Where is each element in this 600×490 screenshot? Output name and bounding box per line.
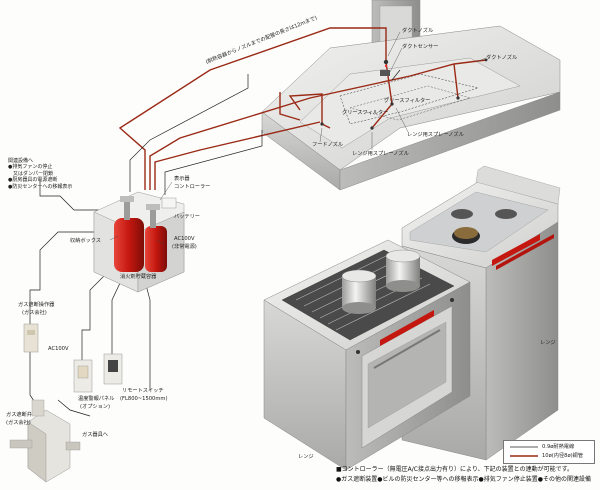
duct-nozzle-right-label: ダクトノズル [486, 55, 518, 61]
related-item-1: ●排気ファンの停止 [8, 164, 53, 171]
display-label: 表示器 [174, 176, 190, 182]
temp-alarm-panel-device [73, 359, 93, 393]
ac-emergency-label: AC100V [174, 236, 195, 242]
legend-swatches [510, 446, 538, 457]
remote-switch-label: リモートスイッチ [122, 388, 164, 394]
hood-nozzle-label: フードノズル [312, 142, 344, 148]
range-spray-nozzle-label-2: レンジ用スプレーノズル [407, 132, 464, 138]
storage-box-label: 収納ボックス [70, 238, 101, 244]
range-left-label: レンジ [298, 454, 314, 460]
gas-shutoff-operator-sub-label: (ガス会社) [22, 310, 47, 316]
related-equipment-title: 関連設備へ [8, 158, 34, 164]
ac100v-label: AC100V [48, 346, 69, 352]
range-right-label: レンジ [540, 340, 556, 346]
temp-panel-label: 温度警報パネル [78, 396, 115, 402]
nozzles [320, 58, 488, 130]
extinguisher-container-label: 消火剤貯蔵容器 [120, 274, 157, 280]
to-gas-appliance-label: ガス器具へ [82, 432, 108, 438]
related-item-2: 又はダンパー閉鎖 [8, 170, 54, 177]
gas-valve-sub-label: (ガス会社) [6, 420, 31, 426]
storage-box-unit [93, 191, 185, 293]
grease-filter-label: グリースフィルター [342, 110, 389, 116]
legend-pipe-label: 10ø(内径8ø)銅管 [542, 453, 584, 459]
gas-valve-device [9, 399, 81, 483]
range-spray-nozzle-label: レンジ用スプレーノズル [352, 151, 409, 157]
battery-label: バッテリー [174, 214, 200, 220]
grease-filter-label-2: グリースフィルター [384, 98, 431, 104]
remote-switch-sub-label: (FL800~1500mm) [120, 396, 168, 402]
footer-line-1: ■コントローラー（無電圧A/C接点出力有り）により、下記の装置との連動が可能です… [336, 466, 573, 473]
range-left [263, 239, 471, 471]
ac-emergency-sub-label: (非常電源) [172, 244, 197, 250]
legend: 0.9ø耐熱電線 10ø(内径8ø)銅管 [503, 440, 595, 464]
duct-nozzle-label: ダクトノズル [402, 28, 434, 34]
remote-switch-device [103, 353, 123, 385]
related-item-3: ●厨房器具の電源遮断 [8, 177, 58, 184]
duct-sensor-label: ダクトセンサー [402, 44, 439, 50]
related-item-4: ●防災センターへの移報表示 [8, 183, 73, 190]
temp-panel-sub-label: (オプション) [80, 404, 110, 410]
leader-lines [109, 31, 487, 245]
legend-cable-label: 0.9ø耐熱電線 [542, 444, 575, 450]
footer-line-2: ●ガス遮断装置●ビルの防災センター等への移報表示●排気ファン停止装置●その他の関… [336, 476, 591, 483]
controller-label: コントローラー [174, 184, 211, 190]
gas-shutoff-operator-label: ガス遮断操作器 [18, 302, 55, 308]
related-equipment-note: 関連設備へ ●排気ファンの停止 又はダンパー閉鎖 ●厨房器具の電源遮断 ●防災セ… [8, 158, 72, 190]
gas-valve-label: ガス遮断弁 [6, 412, 32, 418]
gas-shutoff-operator-device [23, 323, 39, 353]
